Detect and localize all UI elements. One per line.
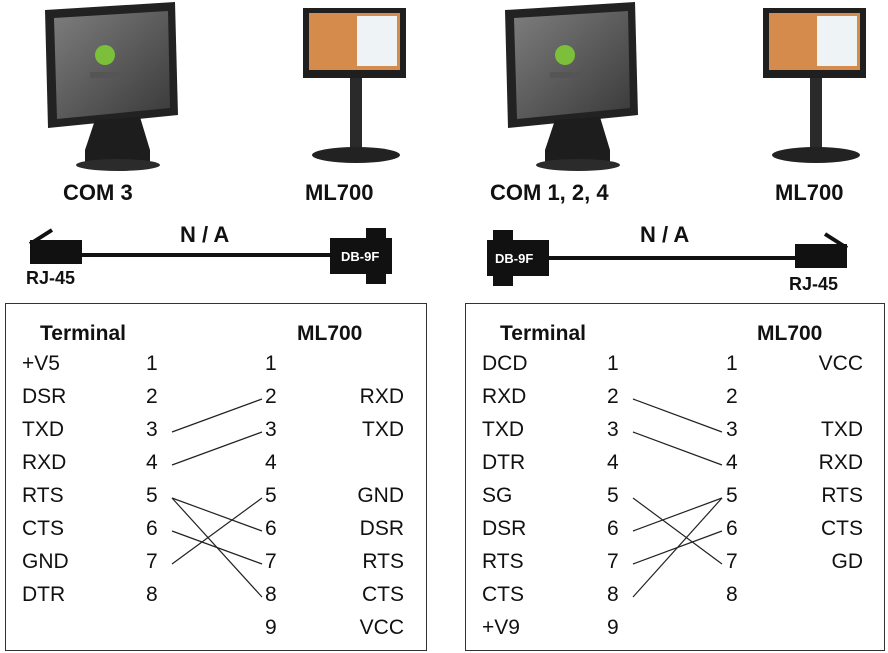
left-terminal-pin: 7 [146, 550, 158, 573]
right-terminal-pin: 9 [607, 616, 619, 639]
right-cable [487, 230, 849, 286]
right-ml700-header: ML700 [757, 322, 823, 345]
left-conn-a-label: RJ-45 [26, 268, 76, 288]
right-ml700-signal: RXD [818, 451, 863, 474]
left-ml700-pin: 5 [265, 484, 277, 507]
right-ml700-pin: 7 [726, 550, 738, 573]
right-terminal-header: Terminal [500, 322, 586, 345]
right-terminal-pin: 4 [607, 451, 619, 474]
left-wire [171, 497, 263, 532]
right-terminal-signal: DTR [482, 451, 526, 474]
left-ml700-pin: 4 [265, 451, 277, 474]
right-terminal-signal: RXD [482, 385, 527, 408]
right-terminal-signal: +V9 [482, 616, 520, 639]
right-wire [632, 398, 723, 433]
rj45-plug-icon [795, 232, 849, 268]
rj45-plug-icon [28, 228, 82, 264]
left-pinout-panel [5, 303, 427, 651]
left-terminal-signal: TXD [22, 418, 64, 441]
android-terminal-icon [45, 2, 178, 171]
left-terminal-signal: CTS [22, 517, 64, 540]
right-device-a-label: COM 1, 2, 4 [490, 180, 609, 205]
right-terminal-signal: RTS [482, 550, 524, 573]
right-terminal-pin: 5 [607, 484, 619, 507]
ml700-display-icon [763, 8, 866, 163]
left-terminal-pin: 8 [146, 583, 158, 606]
left-cable-label: N / A [180, 222, 230, 247]
right-ml700-pin: 3 [726, 418, 738, 441]
right-ml700-signal: RTS [821, 484, 863, 507]
right-ml700-pin: 4 [726, 451, 738, 474]
left-conn-b-label: DB-9F [336, 247, 385, 266]
right-conn-a-label: DB-9F [490, 249, 539, 268]
left-ml700-signal: TXD [362, 418, 404, 441]
right-terminal-pin: 3 [607, 418, 619, 441]
right-wire [632, 497, 723, 532]
left-ml700-signal: VCC [359, 616, 404, 639]
left-terminal-pin: 1 [146, 352, 158, 375]
right-ml700-signal: GD [831, 550, 864, 573]
left-ml700-pin: 1 [265, 352, 277, 375]
left-ml700-signal: DSR [359, 517, 404, 540]
right-wire [632, 431, 723, 466]
left-terminal-pin: 4 [146, 451, 158, 474]
left-terminal-pin: 3 [146, 418, 158, 441]
left-device-b-label: ML700 [305, 180, 374, 205]
left-wire [171, 398, 263, 433]
right-wire [632, 497, 723, 565]
right-ml700-pin: 2 [726, 385, 738, 408]
left-ml700-signal: GND [357, 484, 404, 507]
left-terminal-signal: RXD [22, 451, 67, 474]
left-terminal-signal: DTR [22, 583, 66, 606]
left-ml700-pin: 3 [265, 418, 277, 441]
left-wire [171, 497, 263, 565]
right-terminal-signal: SG [482, 484, 513, 507]
left-terminal-signal: +V5 [22, 352, 60, 375]
left-terminal-signal: DSR [22, 385, 67, 408]
right-ml700-pin: 1 [726, 352, 738, 375]
left-ml700-signal: CTS [362, 583, 404, 606]
right-terminal-pin: 6 [607, 517, 619, 540]
left-wire [171, 431, 263, 466]
right-pinout-panel [465, 303, 885, 651]
right-terminal-pin: 2 [607, 385, 619, 408]
right-conn-b-label: RJ-45 [789, 274, 839, 294]
left-terminal-signal: GND [22, 550, 69, 573]
left-ml700-signal: RTS [362, 550, 404, 573]
left-ml700-pin: 8 [265, 583, 277, 606]
right-ml700-pin: 8 [726, 583, 738, 606]
left-ml700-pin: 6 [265, 517, 277, 540]
right-ml700-signal: CTS [821, 517, 863, 540]
right-ml700-pin: 6 [726, 517, 738, 540]
right-ml700-signal: TXD [821, 418, 863, 441]
android-terminal-icon [505, 2, 638, 171]
right-terminal-pin: 8 [607, 583, 619, 606]
right-ml700-signal: VCC [818, 352, 863, 375]
right-wire [632, 497, 723, 598]
right-cable-label: N / A [640, 222, 690, 247]
left-ml700-pin: 7 [265, 550, 277, 573]
right-terminal-signal: DSR [482, 517, 527, 540]
left-ml700-signal: RXD [359, 385, 404, 408]
left-terminal-header: Terminal [40, 322, 126, 345]
left-terminal-signal: RTS [22, 484, 64, 507]
left-device-a-label: COM 3 [63, 180, 133, 205]
right-terminal-signal: DCD [482, 352, 528, 375]
right-terminal-signal: TXD [482, 418, 524, 441]
right-ml700-pin: 5 [726, 484, 738, 507]
left-terminal-pin: 2 [146, 385, 158, 408]
right-terminal-pin: 1 [607, 352, 619, 375]
left-terminal-pin: 5 [146, 484, 158, 507]
left-ml700-header: ML700 [297, 322, 363, 345]
left-ml700-pin: 9 [265, 616, 277, 639]
left-terminal-pin: 6 [146, 517, 158, 540]
ml700-display-icon [303, 8, 406, 163]
right-terminal-signal: CTS [482, 583, 524, 606]
right-terminal-pin: 7 [607, 550, 619, 573]
right-device-b-label: ML700 [775, 180, 844, 205]
left-ml700-pin: 2 [265, 385, 277, 408]
left-wire [171, 530, 263, 565]
